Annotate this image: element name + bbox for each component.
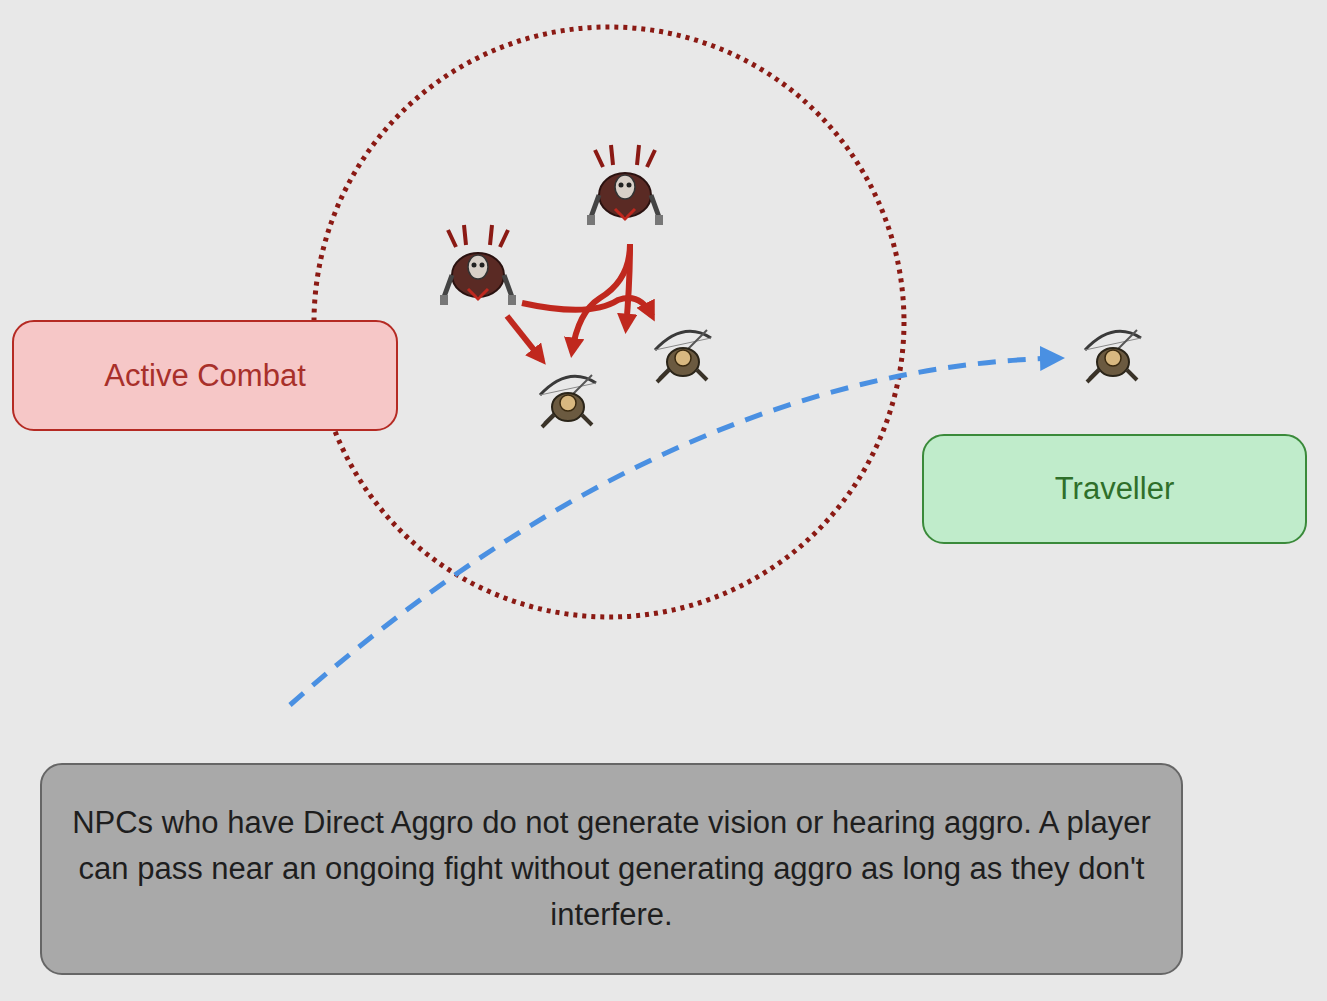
box-label: Traveller	[1055, 466, 1174, 512]
state-box: Active Combat	[12, 320, 398, 431]
note-text: NPCs who have Direct Aggro do not genera…	[64, 800, 1159, 938]
archer-figure	[655, 330, 711, 382]
archer-figure	[1085, 330, 1141, 382]
aggro-arrows	[507, 244, 652, 360]
combat-radius	[314, 27, 904, 617]
enemy-figure	[587, 145, 663, 225]
note-box: NPCs who have Direct Aggro do not genera…	[40, 763, 1183, 975]
box-label: Active Combat	[104, 353, 306, 399]
enemy-figure	[440, 225, 516, 305]
state-box: Traveller	[922, 434, 1307, 544]
archer-figure	[540, 375, 596, 427]
